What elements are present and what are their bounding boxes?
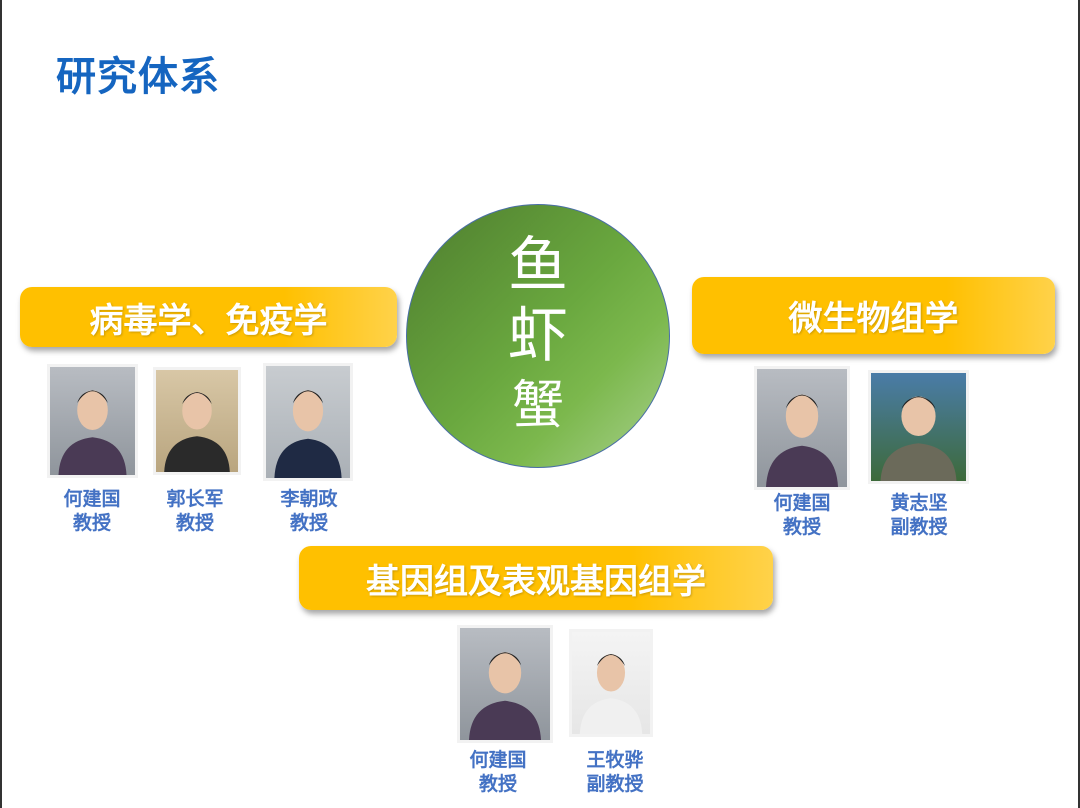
slide-title: 研究体系	[56, 54, 220, 100]
center-text-crab: 蟹	[511, 376, 564, 436]
photo-he-jianguo	[460, 628, 550, 740]
photo-he-jianguo	[757, 369, 847, 487]
member-name-label: 黄志坚副教授	[890, 492, 948, 538]
banner-genomics: 基因组及表观基因组学	[299, 546, 773, 610]
member-name-label: 何建国教授	[773, 492, 831, 538]
photo-huang-zhijian	[871, 373, 966, 481]
member-name-label: 李朝政教授	[280, 488, 338, 534]
photo-guo-changjun	[156, 370, 238, 472]
member-name-label: 何建国教授	[63, 488, 121, 534]
center-circle: 鱼 虾 蟹	[406, 204, 670, 468]
photo-li-chaozheng	[266, 366, 350, 478]
member-name-label: 王牧骅副教授	[586, 749, 644, 795]
banner-microbiome: 微生物组学	[692, 277, 1055, 354]
photo-he-jianguo	[50, 367, 135, 475]
member-name-label: 何建国教授	[469, 749, 527, 795]
member-name-label: 郭长军教授	[166, 488, 224, 534]
center-text-shrimp: 虾	[508, 301, 568, 371]
center-text-fish: 鱼	[508, 231, 568, 301]
banner-virology-immunology: 病毒学、免疫学	[20, 287, 397, 347]
photo-wang-muhua	[572, 632, 650, 734]
